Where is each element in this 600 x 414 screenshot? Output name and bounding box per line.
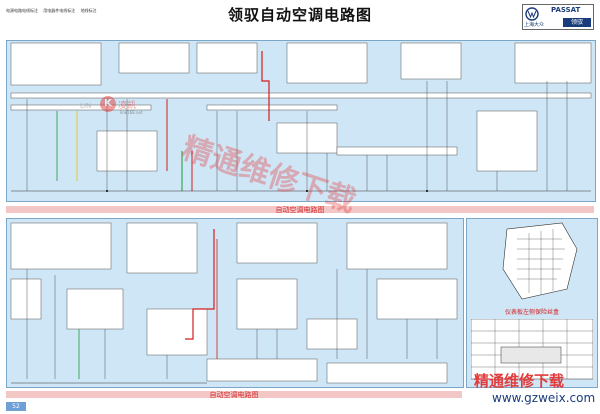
k-logo-icon: K: [100, 96, 116, 112]
schematic-top: [10, 42, 592, 192]
vw-logo-icon: [525, 7, 539, 21]
section-bar-1-label: 自动空调电路图: [275, 206, 325, 214]
wire-legend: 电源电路电线标注 用电器件电线标注 地线标注: [6, 8, 101, 14]
fuse-box-title: 仪表板左侧保险丝盒: [504, 309, 559, 316]
site-watermark: 精通维修下载 www.gzweix.com: [466, 370, 596, 412]
diagram-panel-top: [6, 40, 596, 202]
fuse-table: [471, 319, 593, 380]
site-watermark-title: 精通维修下载: [474, 372, 565, 390]
brand-maker: 上海大众: [524, 22, 545, 28]
lin-watermark: LIN: [80, 102, 92, 110]
section-bar-2-label: 自动空调电路图: [209, 391, 259, 399]
schematic-bottom: [10, 222, 458, 384]
legend-ground: 地线标注: [80, 8, 97, 13]
fuse-box-drawing: [502, 222, 578, 300]
page-title: 领驭自动空调电路图: [227, 6, 372, 24]
legend-device: 用电器件电线标注: [43, 8, 76, 13]
brand-block: PASSAT 上海大众 领驭: [522, 4, 594, 30]
site-watermark-url: www.gzweix.com: [492, 391, 596, 405]
brand-badge: 领驭: [563, 18, 591, 27]
diagram-panel-bottom: [6, 218, 464, 388]
fuse-box-panel: 仪表板左侧保险丝盒: [466, 218, 598, 388]
small-url-watermark: link168.net: [120, 110, 143, 115]
section-bar-1: [6, 206, 594, 213]
section-bar-2: [6, 391, 462, 398]
page-number: 52: [6, 402, 26, 411]
legend-power: 电源电路电线标注: [6, 8, 38, 13]
logo-watermark-text: 凌凯: [118, 101, 137, 111]
brand-model: PASSAT: [551, 6, 581, 14]
